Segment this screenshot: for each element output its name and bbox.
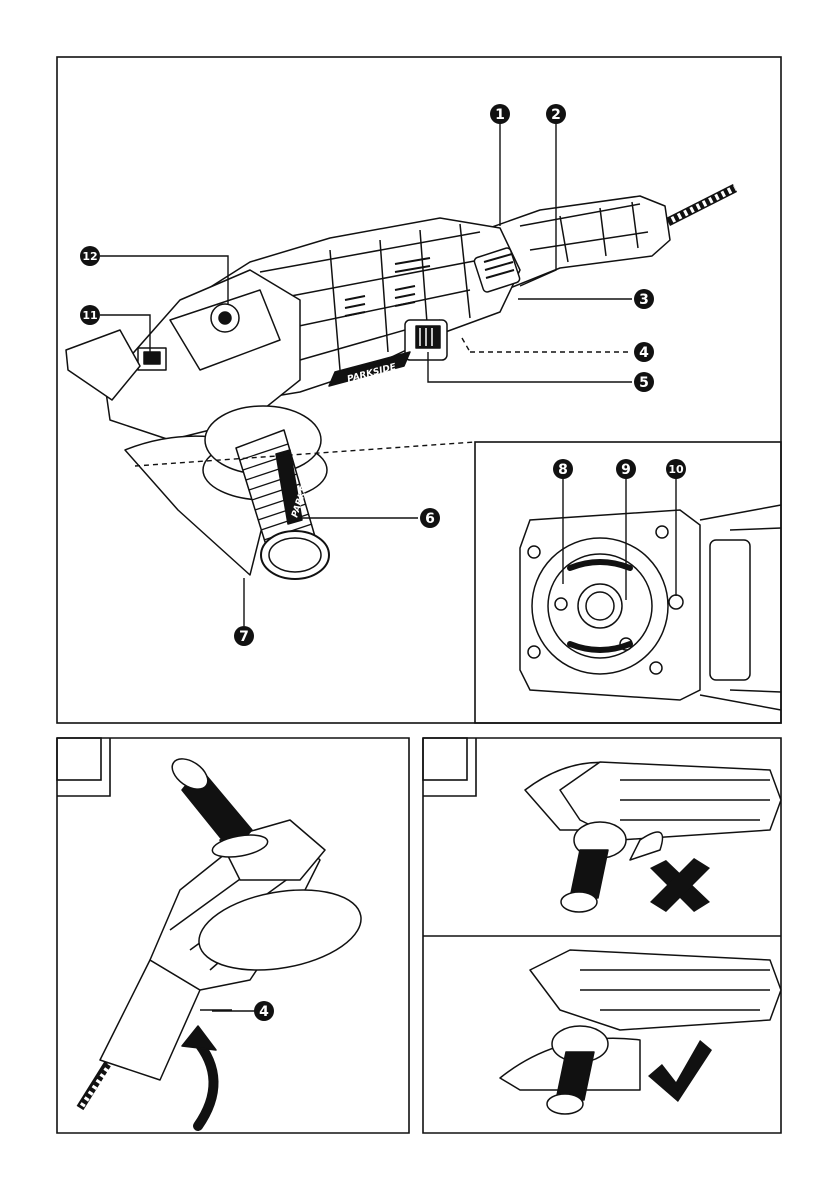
side-handle-rotate	[167, 753, 270, 861]
callout-5: 5	[634, 372, 654, 392]
checkmark-icon	[648, 1040, 712, 1102]
side-handle-wrong	[570, 850, 608, 898]
housing-side	[710, 540, 750, 680]
handle-panel-index-box	[423, 738, 467, 780]
callout-2-label: 2	[551, 107, 561, 123]
callout-12-label: 12	[82, 250, 97, 263]
callout-8: 8	[553, 459, 573, 479]
callout-3-label: 3	[639, 292, 649, 308]
callout-rotate-4: 4	[254, 1001, 274, 1021]
spindle-9	[578, 584, 622, 628]
callout-4-label: 4	[639, 345, 649, 361]
callout-12: 12	[80, 246, 100, 266]
callout-9: 9	[616, 459, 636, 479]
rotate-panel-notch	[57, 738, 110, 796]
correct-position-illustration	[500, 950, 781, 1114]
handle-cap-wrong	[561, 892, 597, 912]
callout-6: 6	[420, 508, 440, 528]
rotate-handle-illustration	[80, 753, 367, 1126]
detail-inset-drawing	[520, 505, 781, 710]
leader-line-5	[428, 352, 632, 382]
callout-7-label: 7	[239, 629, 249, 645]
callout-7: 7	[234, 626, 254, 646]
callout-11: 11	[80, 305, 100, 325]
callout-8-label: 8	[558, 462, 568, 478]
handle-cap-correct	[547, 1094, 583, 1114]
handle-panel-notch	[423, 738, 476, 796]
rotate-arrow-head	[182, 1026, 216, 1050]
callout-9-label: 9	[621, 462, 631, 478]
callout-4: 4	[634, 342, 654, 362]
callout-10-label: 10	[668, 463, 684, 476]
rotate-arrow	[196, 1040, 214, 1126]
callout-1-label: 1	[495, 107, 505, 123]
leader-line-4-tick	[462, 338, 470, 352]
callout-1: 1	[490, 104, 510, 124]
rotate-panel-index-box	[57, 738, 101, 780]
callout-3: 3	[634, 289, 654, 309]
lock-hole-10	[669, 595, 683, 609]
callout-5-label: 5	[639, 375, 649, 391]
callout-11-label: 11	[82, 309, 97, 322]
callout-10: 10	[666, 459, 686, 479]
callout-2: 2	[546, 104, 566, 124]
cross-icon	[650, 858, 710, 912]
callout-6-label: 6	[425, 511, 435, 527]
wrong-position-illustration	[525, 762, 781, 912]
callout-rotate-4-label: 4	[259, 1004, 269, 1020]
power-cable	[668, 188, 735, 222]
